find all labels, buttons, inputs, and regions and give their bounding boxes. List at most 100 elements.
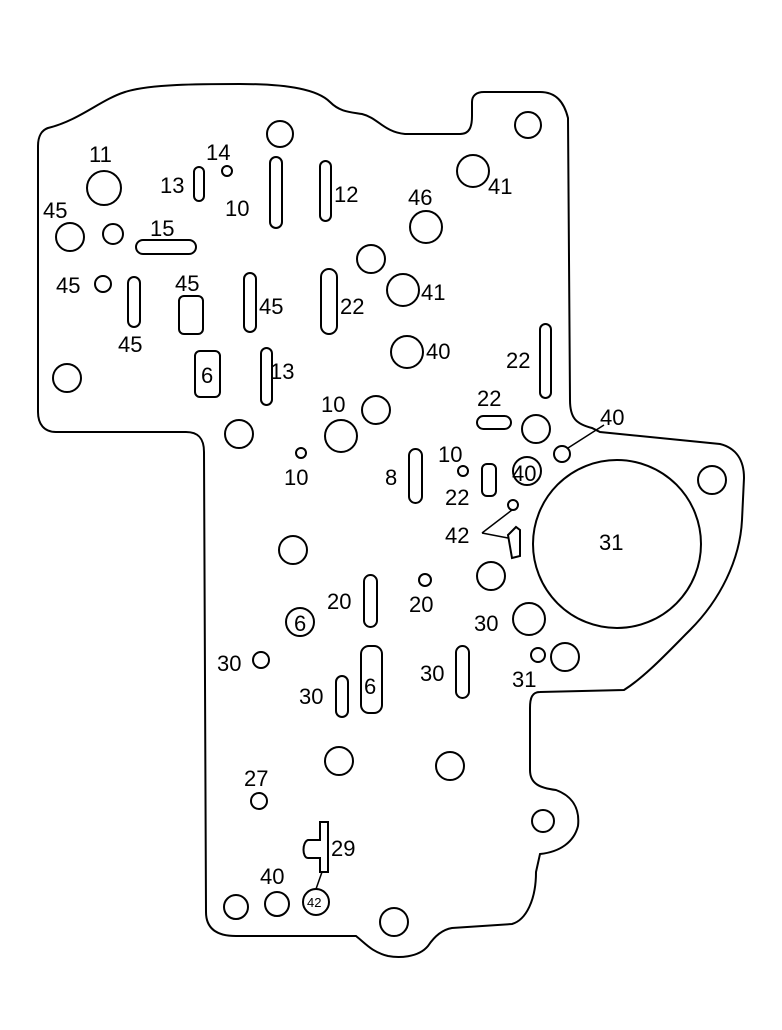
- port-hole: [530, 647, 546, 663]
- port-hole: [476, 561, 506, 591]
- label-22: 22: [477, 386, 501, 411]
- label-10: 10: [284, 465, 308, 490]
- port-hole: [390, 335, 424, 369]
- port-hole: [324, 419, 358, 453]
- label-10: 10: [225, 196, 249, 221]
- port-hole: [252, 651, 270, 669]
- port-hole: [324, 746, 354, 776]
- slot: [269, 156, 283, 229]
- label-31: 31: [599, 530, 623, 555]
- label-40: 40: [260, 864, 284, 889]
- port-hole: [266, 120, 294, 148]
- slot: [243, 272, 257, 333]
- port-hole: [356, 244, 386, 274]
- large-port-31: [532, 459, 702, 629]
- port-hole: [86, 170, 122, 206]
- label-10: 10: [438, 442, 462, 467]
- label-42: 42: [307, 895, 321, 910]
- label-10: 10: [321, 392, 345, 417]
- label-41: 41: [488, 174, 512, 199]
- slot: [539, 323, 552, 399]
- slot: [335, 675, 349, 718]
- label-30: 30: [420, 661, 444, 686]
- slot: [127, 276, 141, 328]
- label-40: 40: [600, 405, 624, 430]
- label-46: 46: [408, 185, 432, 210]
- port-hole: [94, 275, 112, 293]
- label-31: 31: [512, 667, 536, 692]
- label-30: 30: [217, 651, 241, 676]
- leader-line: [315, 871, 323, 890]
- port-hole: [507, 499, 519, 511]
- label-29: 29: [331, 836, 355, 861]
- leader-line: [481, 532, 509, 539]
- port-hole: [418, 573, 432, 587]
- slot: [319, 160, 332, 222]
- label-40: 40: [426, 339, 450, 364]
- slot: [363, 574, 378, 628]
- label-42: 42: [445, 523, 469, 548]
- slot: [193, 166, 205, 202]
- port-hole: [224, 419, 254, 449]
- check-pocket-29: [302, 821, 329, 873]
- port-hole: [278, 535, 308, 565]
- port-hole: [264, 891, 290, 917]
- label-6: 6: [294, 611, 306, 636]
- label-45: 45: [43, 198, 67, 223]
- label-22: 22: [340, 294, 364, 319]
- port-hole: [512, 602, 546, 636]
- label-30: 30: [474, 611, 498, 636]
- port-hole: [697, 465, 727, 495]
- label-45: 45: [56, 273, 80, 298]
- label-14: 14: [206, 140, 230, 165]
- label-45: 45: [259, 294, 283, 319]
- port-hole: [521, 414, 551, 444]
- port-hole: [379, 907, 409, 937]
- port-hole: [553, 445, 571, 463]
- label-6: 6: [201, 363, 213, 388]
- port-hole: [221, 165, 233, 177]
- label-12: 12: [334, 182, 358, 207]
- port-hole: [295, 447, 307, 459]
- slot: [178, 295, 204, 335]
- label-22: 22: [445, 485, 469, 510]
- label-20: 20: [409, 592, 433, 617]
- port-hole: [361, 395, 391, 425]
- slot: [481, 463, 497, 497]
- label-15: 15: [150, 216, 174, 241]
- label-6: 6: [364, 674, 376, 699]
- leader-line: [481, 509, 513, 534]
- slot: [476, 415, 512, 430]
- label-30: 30: [299, 684, 323, 709]
- port-hole: [223, 894, 249, 920]
- port-hole: [457, 465, 469, 477]
- port-hole: [386, 273, 420, 307]
- label-41: 41: [421, 280, 445, 305]
- port-hole: [285, 607, 315, 637]
- leader-line: [567, 424, 605, 449]
- port-hole: [550, 642, 580, 672]
- port-hole: [250, 792, 268, 810]
- label-27: 27: [244, 766, 268, 791]
- label-40: 40: [512, 461, 536, 486]
- slot: [455, 645, 470, 699]
- slot: [194, 350, 221, 398]
- label-20: 20: [327, 589, 351, 614]
- port-hole: [52, 363, 82, 393]
- port-hole: [456, 154, 490, 188]
- round-ports: [52, 111, 727, 937]
- label-45: 45: [175, 271, 199, 296]
- slot: [260, 347, 273, 406]
- port-hole: [531, 809, 555, 833]
- port-hole: [435, 751, 465, 781]
- label-11: 11: [89, 142, 112, 167]
- port-hole: [55, 222, 85, 252]
- slot-ports: [127, 156, 552, 718]
- slot: [408, 448, 423, 504]
- port-hole: [512, 456, 542, 486]
- port-hole: [409, 210, 443, 244]
- check-pocket-42: [506, 525, 521, 560]
- label-8: 8: [385, 465, 397, 490]
- label-13: 13: [160, 173, 184, 198]
